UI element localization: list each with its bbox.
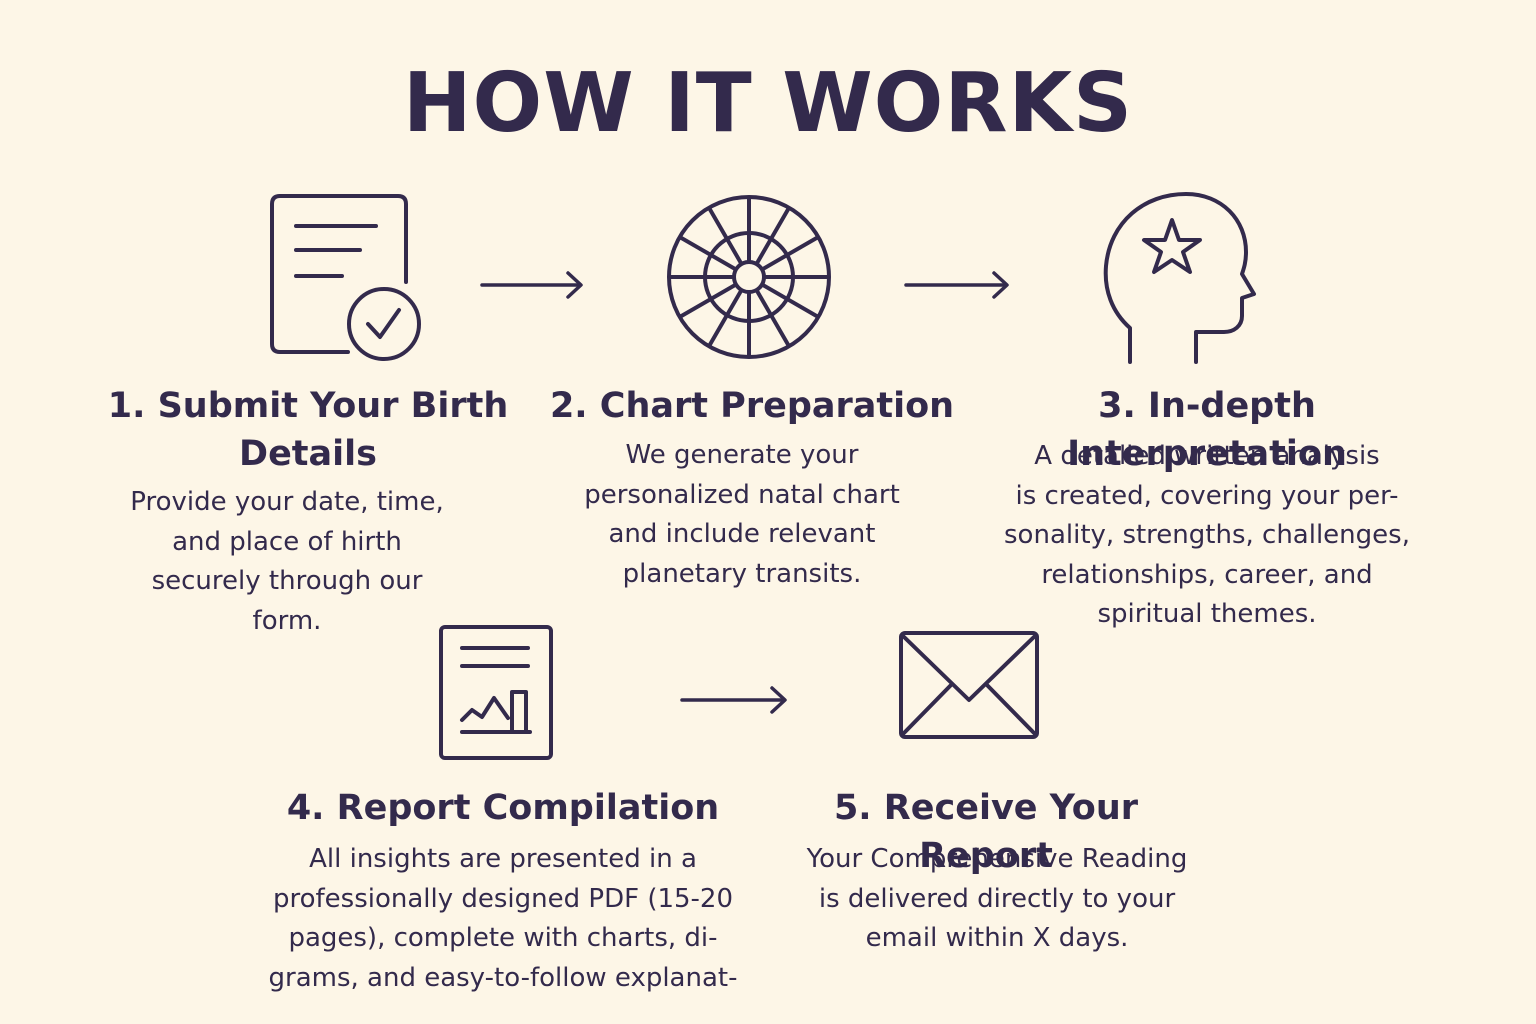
arrow-right-icon	[478, 268, 588, 306]
step-1-title: 1. Submit Your Birth Details	[107, 386, 509, 474]
step-3-description: A detalled written analysis is created, …	[1004, 441, 1410, 629]
document-check-icon	[262, 188, 432, 368]
step-2-description: We generate your personalized natal char…	[584, 440, 900, 589]
arrow-right-icon	[678, 683, 792, 721]
step-4-description: All insights are presented in a professi…	[268, 844, 738, 993]
page-title: HOW IT WORKS	[402, 56, 1134, 151]
step-2-title: 2. Chart Preparation	[549, 386, 955, 426]
head-star-icon	[1100, 190, 1260, 370]
step-4-title: 4. Report Compilation	[286, 788, 720, 828]
astrology-wheel-icon	[664, 192, 834, 362]
report-chart-icon	[436, 622, 558, 764]
step-5-description: Your Comprehensive Reading is delivered …	[806, 844, 1188, 953]
step-3-title: 3. In-depth Interpretation	[1067, 386, 1347, 474]
step-1-description: Provide your date, time, and place of hi…	[130, 487, 444, 636]
envelope-icon	[896, 628, 1042, 742]
arrow-right-icon	[902, 268, 1014, 306]
step-5-title: 5. Receive Your Report	[833, 788, 1139, 876]
